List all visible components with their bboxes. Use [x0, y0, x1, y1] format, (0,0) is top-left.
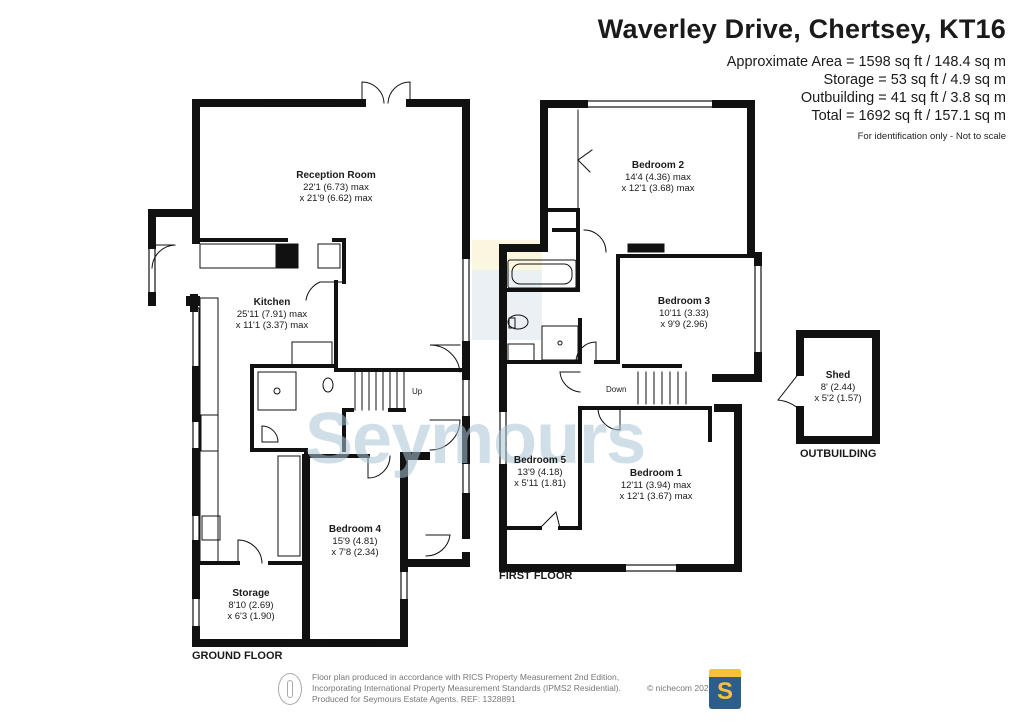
room-dimension-1: 8'10 (2.69)	[228, 599, 274, 611]
first-floor-fittings	[507, 109, 687, 529]
ground-floor-doors	[151, 81, 461, 564]
room-label-bedroom-1: Bedroom 1 12'11 (3.94) max x 12'1 (3.67)…	[619, 468, 692, 503]
outbuilding-label: OUTBUILDING	[800, 448, 877, 460]
room-dimension-1: 22'1 (6.73) max	[303, 181, 369, 193]
room-dimension-1: 8' (2.44)	[820, 381, 856, 393]
seymours-logo: S	[709, 669, 741, 709]
room-name: Bedroom 1	[629, 468, 683, 479]
first-floor-inner-walls	[501, 208, 760, 530]
total-area: Total = 1692 sq ft / 157.1 sq m	[811, 108, 1006, 124]
ground-floor-windows	[148, 99, 470, 647]
storage-area: Storage = 53 sq ft / 4.9 sq m	[823, 72, 1006, 88]
room-name: Shed	[825, 370, 851, 381]
first-floor-label: FIRST FLOOR	[499, 570, 573, 582]
stairs-down-label: Down	[606, 385, 627, 394]
shed-walls	[796, 330, 880, 444]
stairs-up-label: Up	[412, 387, 423, 396]
first-floor-walls	[499, 100, 762, 572]
approximate-area: Approximate Area = 1598 sq ft / 148.4 sq…	[726, 54, 1006, 70]
room-dimension-2: x 11'1 (3.37) max	[235, 320, 309, 331]
first-floor-windows	[499, 100, 762, 572]
room-label-reception: Reception Room 22'1 (6.73) max x 21'9 (6…	[296, 170, 375, 205]
room-dimension-1: 13'9 (4.18)	[517, 466, 563, 478]
room-label-bedroom-2: Bedroom 2 14'4 (4.36) max x 12'1 (3.68) …	[621, 160, 694, 195]
room-label-bedroom-5: Bedroom 5 13'9 (4.18) x 5'11 (1.81)	[514, 455, 566, 490]
room-name: Reception Room	[296, 170, 376, 181]
room-label-bedroom-4: Bedroom 4 15'9 (4.81) x 7'8 (2.34)	[329, 524, 381, 559]
property-title: Waverley Drive, Chertsey, KT16	[597, 14, 1006, 44]
seymours-watermark: Seymours	[305, 399, 646, 479]
disclaimer: For identification only - Not to scale	[857, 131, 1006, 142]
ground-floor-label: GROUND FLOOR	[192, 650, 283, 662]
room-dimension-2: x 6'3 (1.90)	[227, 611, 275, 622]
footer-line: Produced for Seymours Estate Agents. REF…	[312, 694, 516, 704]
shed-door	[777, 371, 801, 411]
room-dimension-1: 10'11 (3.33)	[659, 307, 709, 319]
logo-stripe	[709, 669, 741, 677]
room-dimension-1: 12'11 (3.94) max	[620, 479, 692, 491]
room-name: Storage	[232, 588, 270, 599]
room-dimension-2: x 12'1 (3.68) max	[621, 183, 695, 194]
room-dimension-1: 14'4 (4.36) max	[625, 171, 691, 183]
logo-letter: S	[716, 678, 733, 705]
ground-floor-inner-walls	[194, 238, 462, 565]
room-dimension-2: x 12'1 (3.67) max	[619, 491, 693, 502]
room-label-bedroom-3: Bedroom 3 10'11 (3.33) x 9'9 (2.96)	[658, 296, 710, 331]
room-label-kitchen: Kitchen 25'11 (7.91) max x 11'1 (3.37) m…	[236, 297, 308, 332]
footer-line: Floor plan produced in accordance with R…	[312, 672, 620, 682]
room-dimension-2: x 5'2 (1.57)	[814, 393, 862, 404]
room-dimension-1: 15'9 (4.81)	[332, 535, 378, 547]
footer-notes: Floor plan produced in accordance with R…	[312, 672, 621, 705]
room-name: Bedroom 4	[328, 524, 382, 535]
room-dimension-2: x 7'8 (2.34)	[331, 547, 379, 558]
nichecom-credit: © nichecom 2025.	[647, 683, 716, 693]
room-label-storage: Storage 8'10 (2.69) x 6'3 (1.90)	[227, 588, 274, 623]
room-label-shed: Shed 8' (2.44) x 5'2 (1.57)	[814, 370, 861, 405]
measurement-standard-icon	[278, 673, 302, 705]
room-name: Kitchen	[253, 297, 291, 308]
room-dimension-1: 25'11 (7.91) max	[236, 308, 308, 320]
room-dimension-2: x 9'9 (2.96)	[660, 319, 708, 330]
room-name: Bedroom 5	[513, 455, 567, 466]
room-name: Bedroom 3	[657, 296, 711, 307]
outbuilding-area: Outbuilding = 41 sq ft / 3.8 sq m	[800, 90, 1006, 106]
room-name: Bedroom 2	[631, 160, 685, 171]
room-dimension-2: x 5'11 (1.81)	[514, 478, 566, 489]
header: Waverley Drive, Chertsey, KT16 Approxima…	[598, 14, 1006, 142]
room-dimension-2: x 21'9 (6.62) max	[299, 193, 373, 204]
ground-floor-walls	[148, 99, 470, 647]
footer-line: Incorporating International Property Mea…	[312, 683, 621, 693]
